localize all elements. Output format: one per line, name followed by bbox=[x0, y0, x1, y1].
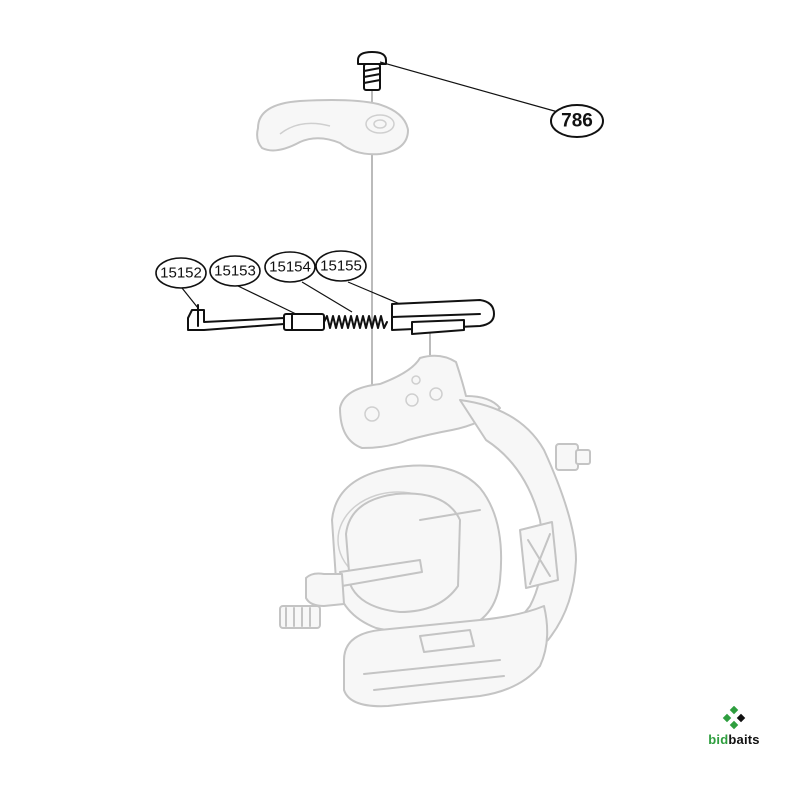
brand-name-suffix: baits bbox=[728, 732, 760, 747]
collar-part bbox=[283, 313, 325, 331]
callout-15152: 15152 bbox=[155, 257, 207, 289]
brand-name-prefix: bid bbox=[708, 732, 729, 747]
rotor-body bbox=[279, 354, 591, 708]
callout-15155: 15155 bbox=[315, 250, 367, 282]
leader-15155 bbox=[347, 281, 401, 305]
spring-part bbox=[323, 315, 388, 329]
callout-15153: 15153 bbox=[209, 255, 261, 287]
slider-block-part bbox=[391, 299, 495, 335]
callout-15154: 15154 bbox=[264, 251, 316, 283]
callout-786: 786 bbox=[550, 104, 604, 138]
svg-text:15155: 15155 bbox=[320, 258, 362, 275]
trip-lever-part bbox=[187, 304, 285, 331]
leader-15154 bbox=[301, 281, 353, 313]
svg-text:15153: 15153 bbox=[214, 263, 256, 280]
screw-part bbox=[357, 51, 387, 91]
svg-text:15154: 15154 bbox=[269, 259, 311, 276]
brand-logo-icon bbox=[722, 706, 746, 730]
leader-15152 bbox=[181, 287, 199, 309]
brand-name: bidbaits bbox=[684, 732, 784, 747]
svg-text:15152: 15152 bbox=[160, 265, 202, 282]
brand-watermark: bidbaits bbox=[684, 706, 784, 756]
bail-arm-cover bbox=[256, 99, 409, 156]
leader-786 bbox=[379, 61, 559, 113]
svg-text:786: 786 bbox=[561, 111, 593, 132]
leader-15153 bbox=[237, 285, 297, 315]
